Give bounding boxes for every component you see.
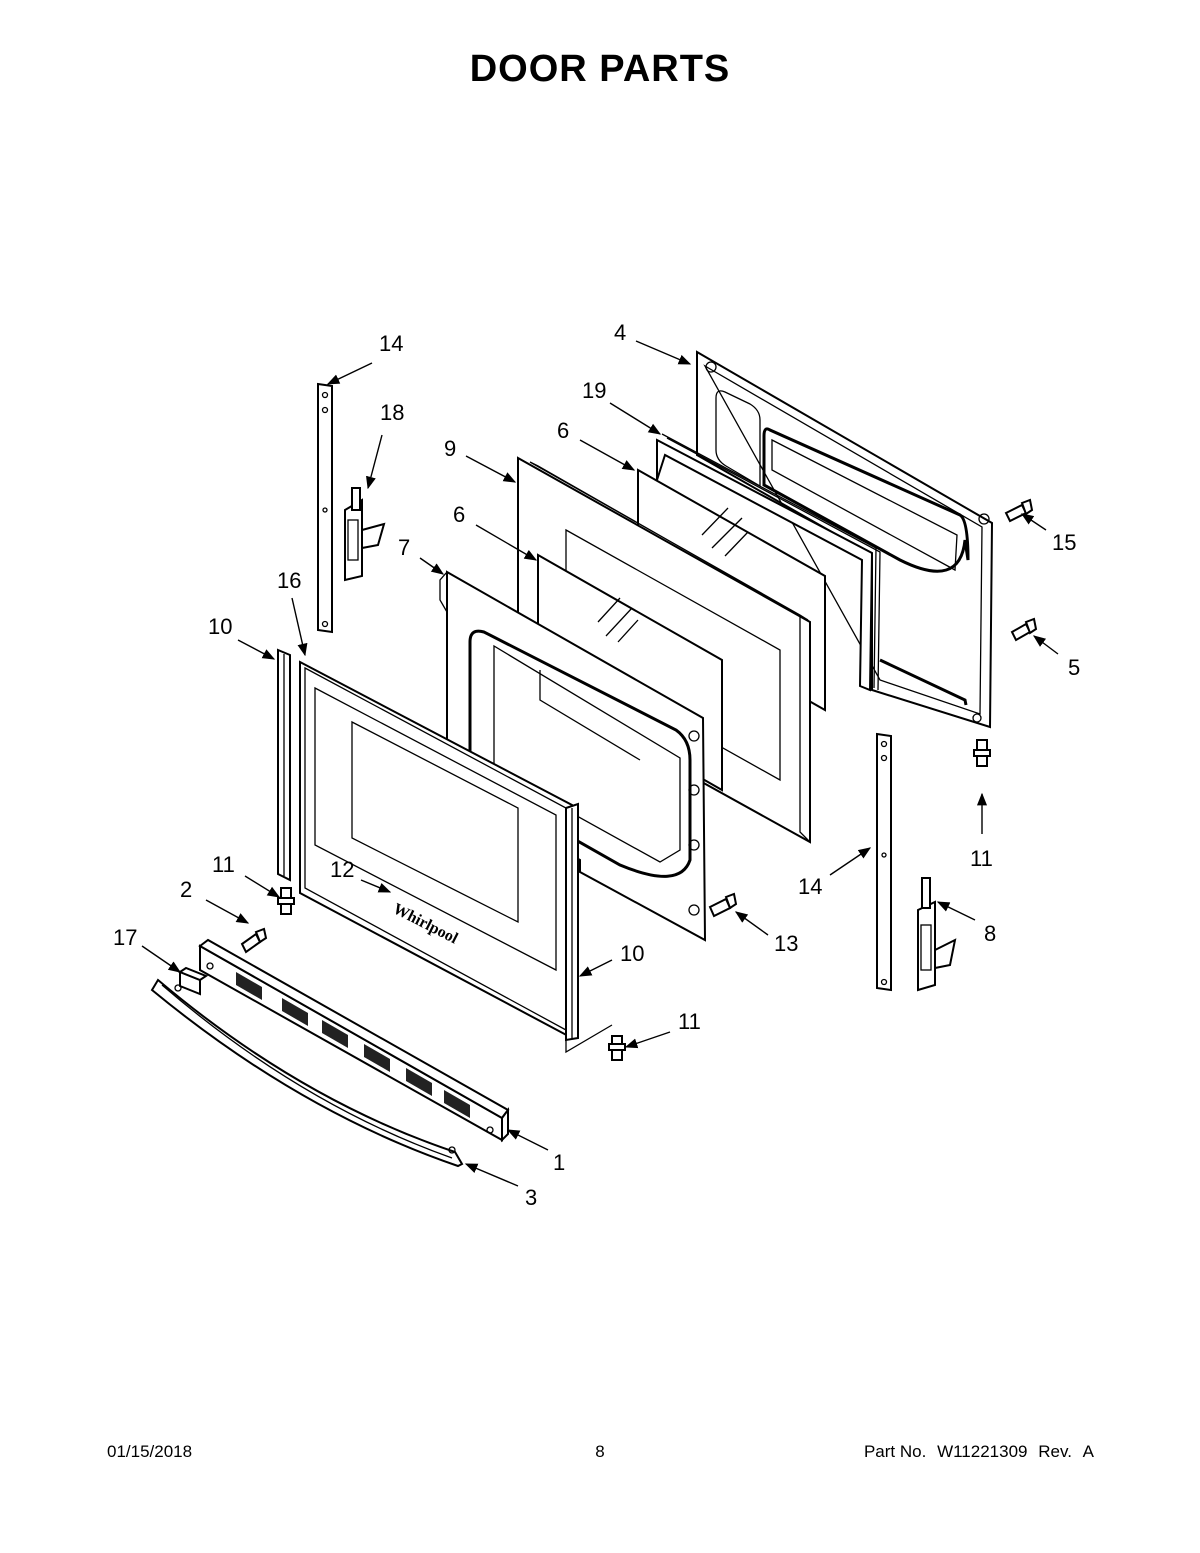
callout-11-left: 11 — [212, 852, 235, 877]
callout-11-bottom: 11 — [678, 1009, 701, 1034]
hinge-part-18 — [344, 487, 386, 582]
callout-6-lower: 6 — [453, 502, 465, 527]
footer-part-number: Part No. W11221309 Rev. A — [858, 1442, 1094, 1462]
rev-label: Rev. — [1038, 1442, 1072, 1461]
callout-10-right: 10 — [620, 941, 644, 966]
callout-1: 1 — [553, 1150, 565, 1175]
callout-14-upper: 14 — [379, 331, 403, 356]
callout-8: 8 — [984, 921, 996, 946]
callout-12: 12 — [330, 857, 354, 882]
hinge-receiver-part-14-right — [876, 732, 892, 992]
screw-part-11-bottom — [608, 1035, 626, 1061]
callout-15: 15 — [1052, 530, 1076, 555]
callout-7: 7 — [398, 535, 410, 560]
callout-labels: 14 18 4 19 6 9 6 7 16 10 15 5 11 11 2 12… — [113, 320, 1080, 1210]
page-title: DOOR PARTS — [469, 48, 731, 90]
vent-trim-part-1 — [198, 938, 510, 1143]
footer-page-number: 8 — [595, 1442, 605, 1461]
part-number: W11221309 — [937, 1442, 1028, 1461]
screw-part-11-left — [277, 887, 295, 915]
hinge-part-8 — [917, 877, 957, 992]
callout-17: 17 — [113, 925, 137, 950]
screw-part-5 — [1010, 617, 1038, 642]
leader-lines — [141, 340, 1059, 1187]
callout-2: 2 — [180, 877, 192, 902]
callout-10-left: 10 — [208, 614, 232, 639]
screw-part-15 — [1004, 498, 1034, 523]
hinge-receiver-part-14-left — [317, 382, 333, 634]
clip-part-17 — [177, 966, 209, 996]
callout-5: 5 — [1068, 655, 1080, 680]
side-trim-part-10-right — [565, 802, 613, 1054]
callout-14-lower: 14 — [798, 874, 822, 899]
callout-19: 19 — [582, 378, 606, 403]
side-trim-part-10-left — [277, 648, 291, 882]
footer-date: 01/15/2018 — [107, 1442, 193, 1461]
callout-18: 18 — [380, 400, 404, 425]
handle-part-3 — [150, 978, 464, 1168]
callout-4: 4 — [614, 320, 626, 345]
screw-part-13 — [708, 892, 738, 918]
callout-3: 3 — [525, 1185, 537, 1210]
callout-13: 13 — [774, 931, 798, 956]
rev-value: A — [1082, 1442, 1094, 1461]
callout-9: 9 — [444, 436, 456, 461]
callout-6-upper: 6 — [557, 418, 569, 443]
part-label: Part No. — [863, 1442, 927, 1461]
screw-part-2 — [240, 927, 268, 954]
door-frame-part-19 — [656, 433, 881, 692]
callout-11-right: 11 — [970, 846, 993, 871]
screw-part-11-right — [973, 739, 991, 767]
callout-16: 16 — [277, 568, 301, 593]
